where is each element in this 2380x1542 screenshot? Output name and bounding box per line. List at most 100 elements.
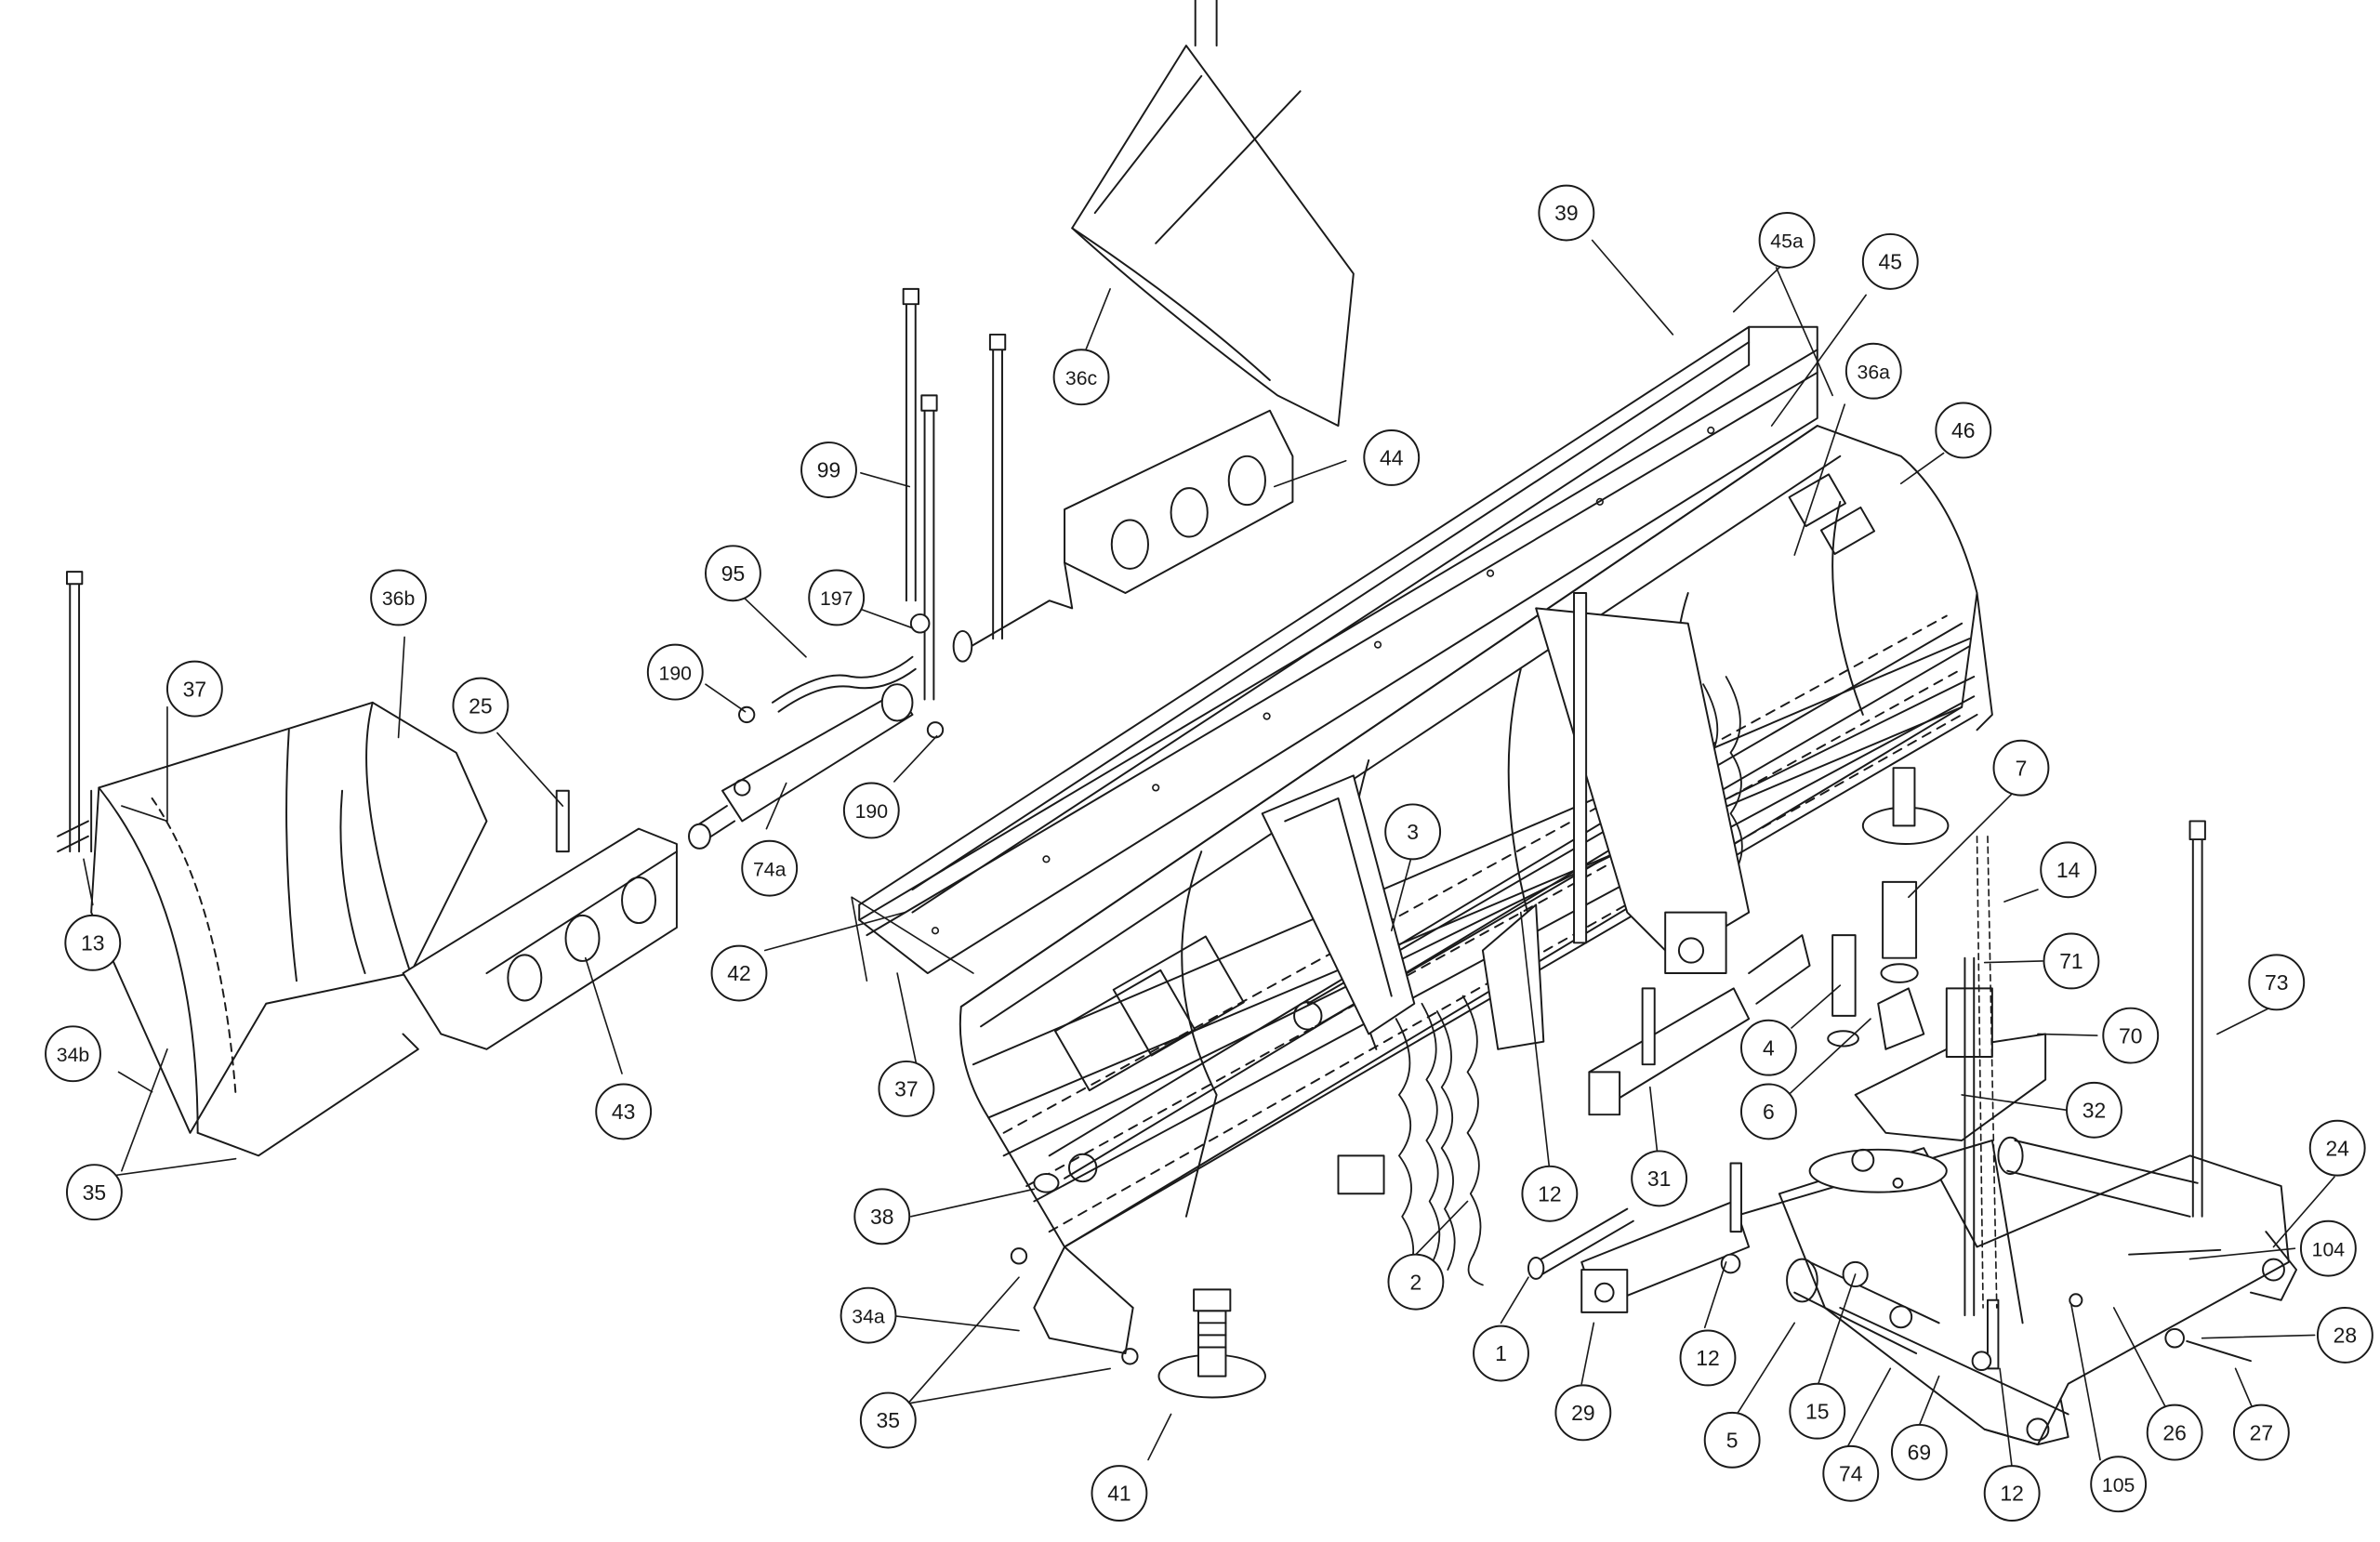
callout-label: 73 [2265,970,2288,995]
callout-circle [2090,1456,2148,1513]
callout-190: 190 [646,643,704,701]
callout-circle [2299,1219,2357,1277]
callout-label: 27 [2250,1420,2273,1444]
callout-label: 35 [83,1180,106,1205]
callout-label: 5 [1726,1428,1739,1452]
callout-circle [65,1164,123,1221]
callout-circle [1363,429,1421,486]
callout-circle [452,677,509,734]
callout-26: 26 [2146,1404,2203,1461]
callout-circle [1091,1465,1148,1522]
callout-3: 3 [1384,803,1442,861]
callout-label: 38 [870,1205,893,1229]
left-wing-36b [90,701,488,1157]
callout-circle [165,660,223,718]
callout-41: 41 [1091,1465,1148,1522]
top-wing-36c [1071,0,1355,428]
callout-31: 31 [1631,1150,1688,1207]
callout-44: 44 [1363,429,1421,486]
callout-24: 24 [2308,1119,2366,1177]
callout-99: 99 [800,442,857,498]
callout-label: 95 [721,561,745,586]
callout-circle [646,643,704,701]
callout-1: 1 [1473,1325,1529,1382]
callout-circle [808,569,866,626]
hydraulic-lines-99 [738,287,1007,739]
callout-73: 73 [2248,954,2306,1011]
callout-45a: 45a [1758,212,1816,269]
callouts: 3945a4536a4636c44999519719019074a4237373… [45,184,2373,1522]
rod-12c [1964,956,1976,1317]
frame-43 [402,789,678,1050]
callout-label: 71 [2059,949,2082,973]
callout-circle [1538,184,1595,242]
callout-circle [1789,1382,1846,1440]
callout-label: 4 [1763,1035,1775,1060]
shoe-41 [1157,767,1950,1399]
callout-4: 4 [1739,1019,1797,1076]
callout-190: 190 [842,782,900,839]
callout-circle [705,545,761,602]
rod-73 [2188,820,2206,1218]
callout-label: 34b [57,1044,89,1066]
pin-7-4 [1827,880,1919,1048]
callout-circle [2248,954,2306,1011]
callout-circle [1739,1019,1797,1076]
callout-label: 35 [877,1408,900,1432]
callout-34a: 34a [840,1286,897,1344]
callout-37: 37 [878,1060,935,1117]
callout-label: 1 [1495,1341,1507,1365]
callout-label: 32 [2082,1098,2106,1122]
callout-104: 104 [2299,1219,2357,1277]
callout-29: 29 [1554,1384,1612,1442]
handle-31 [1588,934,1811,1116]
callout-32: 32 [2066,1081,2122,1139]
callout-label: 28 [2334,1324,2357,1348]
callout-5: 5 [1703,1411,1761,1469]
callout-15: 15 [1789,1382,1846,1440]
callout-circle [800,442,857,498]
callout-6: 6 [1739,1083,1797,1140]
callout-35: 35 [65,1164,123,1221]
callout-circle [2040,841,2097,899]
callout-label: 37 [183,677,206,701]
callout-37: 37 [165,660,223,718]
callout-label: 34a [852,1305,885,1327]
callout-label: 12 [2000,1482,2023,1506]
chain-14 [1976,835,1998,1309]
callout-74a: 74a [741,839,799,897]
callout-circle [1861,232,1919,290]
callout-2: 2 [1387,1253,1445,1311]
callout-36c: 36c [1052,349,1110,406]
callout-circle [2146,1404,2203,1461]
callout-label: 36a [1858,361,1891,383]
callout-circle [1844,342,1902,400]
callout-circle [1554,1384,1612,1442]
callout-38: 38 [853,1188,911,1245]
callout-label: 12 [1696,1346,1719,1370]
callout-circle [853,1188,911,1245]
callout-label: 36c [1065,367,1098,389]
callout-circle [878,1060,935,1117]
callout-14: 14 [2040,841,2097,899]
callout-circle [1387,1253,1445,1311]
callout-label: 42 [727,961,750,985]
callout-label: 25 [469,693,492,718]
callout-label: 13 [81,931,104,956]
callout-circle [840,1286,897,1344]
callout-label: 46 [1951,418,1975,442]
callout-circle [859,1391,917,1449]
callout-circle [842,782,900,839]
wing-34a [1010,1245,1139,1365]
callout-label: 43 [612,1100,635,1124]
callout-42: 42 [710,944,768,1002]
callout-27: 27 [2232,1404,2290,1461]
callout-label: 190 [855,800,888,823]
spring-bracket-left [1261,774,1416,1195]
callout-circle [64,914,122,971]
callout-circle [370,569,428,626]
callout-circle [710,944,768,1002]
callout-label: 39 [1554,201,1578,225]
callout-197: 197 [808,569,866,626]
